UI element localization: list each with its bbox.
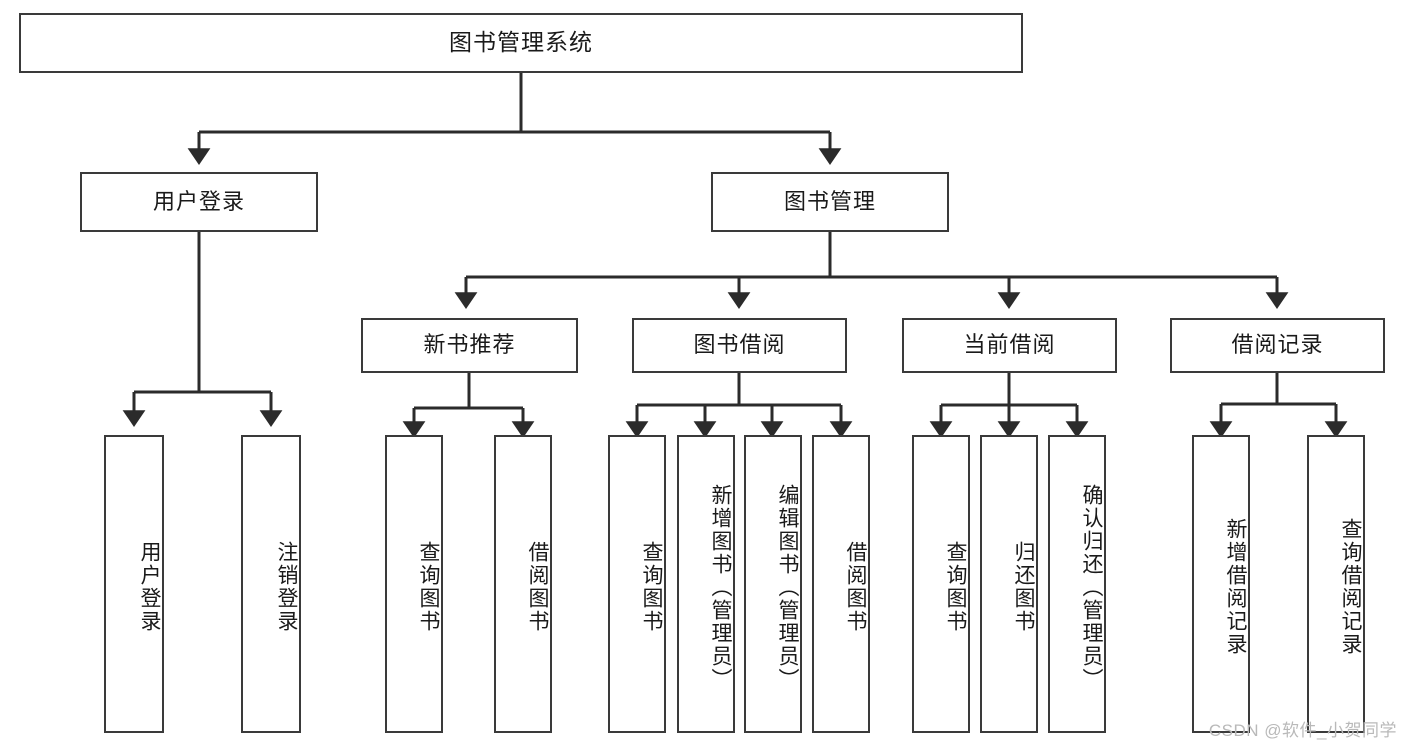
node-borrow-record[interactable]: 借阅记录: [1170, 318, 1385, 373]
node-leaf-edit-book[interactable]: 编辑图书（管理员）: [744, 435, 802, 733]
node-root-label: 图书管理系统: [449, 29, 593, 56]
node-leaf-query-book-2[interactable]: 查询图书: [608, 435, 666, 733]
node-leaf-return-book-label: 归还图书: [1012, 541, 1035, 633]
node-leaf-user-login[interactable]: 用户登录: [104, 435, 164, 733]
node-borrow-record-label: 借阅记录: [1231, 332, 1324, 358]
node-leaf-edit-book-label: 编辑图书（管理员）: [776, 483, 799, 691]
node-leaf-logout[interactable]: 注销登录: [241, 435, 301, 733]
node-leaf-add-record[interactable]: 新增借阅记录: [1192, 435, 1250, 733]
node-leaf-query-record-label: 查询借阅记录: [1339, 518, 1362, 656]
node-leaf-logout-label: 注销登录: [275, 541, 298, 633]
node-current-borrow-label: 当前借阅: [963, 332, 1056, 358]
node-leaf-confirm-return-label: 确认归还（管理员）: [1080, 483, 1103, 691]
node-leaf-borrow-book-1[interactable]: 借阅图书: [494, 435, 552, 733]
node-leaf-return-book[interactable]: 归还图书: [980, 435, 1038, 733]
node-book-manage-label: 图书管理: [783, 188, 876, 214]
node-root[interactable]: 图书管理系统: [19, 13, 1023, 73]
node-leaf-add-record-label: 新增借阅记录: [1224, 518, 1247, 656]
node-leaf-add-book[interactable]: 新增图书（管理员）: [677, 435, 735, 733]
node-leaf-query-book-2-label: 查询图书: [640, 541, 663, 633]
node-leaf-query-book-1-label: 查询图书: [417, 541, 440, 633]
node-leaf-query-book-3-label: 查询图书: [944, 541, 967, 633]
node-book-borrow[interactable]: 图书借阅: [632, 318, 847, 373]
node-leaf-query-book-3[interactable]: 查询图书: [912, 435, 970, 733]
watermark: CSDN @软件_小贺同学: [1208, 721, 1397, 740]
node-new-book-recommend[interactable]: 新书推荐: [361, 318, 578, 373]
node-leaf-borrow-book-2[interactable]: 借阅图书: [812, 435, 870, 733]
node-new-book-recommend-label: 新书推荐: [423, 332, 516, 358]
node-user-login-label: 用户登录: [152, 188, 245, 214]
node-leaf-add-book-label: 新增图书（管理员）: [709, 483, 732, 691]
node-current-borrow[interactable]: 当前借阅: [902, 318, 1117, 373]
node-leaf-query-record[interactable]: 查询借阅记录: [1307, 435, 1365, 733]
node-book-borrow-label: 图书借阅: [693, 332, 786, 358]
node-leaf-query-book-1[interactable]: 查询图书: [385, 435, 443, 733]
node-leaf-user-login-label: 用户登录: [138, 541, 161, 633]
node-leaf-confirm-return[interactable]: 确认归还（管理员）: [1048, 435, 1106, 733]
node-user-login[interactable]: 用户登录: [80, 172, 318, 232]
node-book-manage[interactable]: 图书管理: [711, 172, 949, 232]
node-leaf-borrow-book-2-label: 借阅图书: [844, 541, 867, 633]
node-leaf-borrow-book-1-label: 借阅图书: [526, 541, 549, 633]
